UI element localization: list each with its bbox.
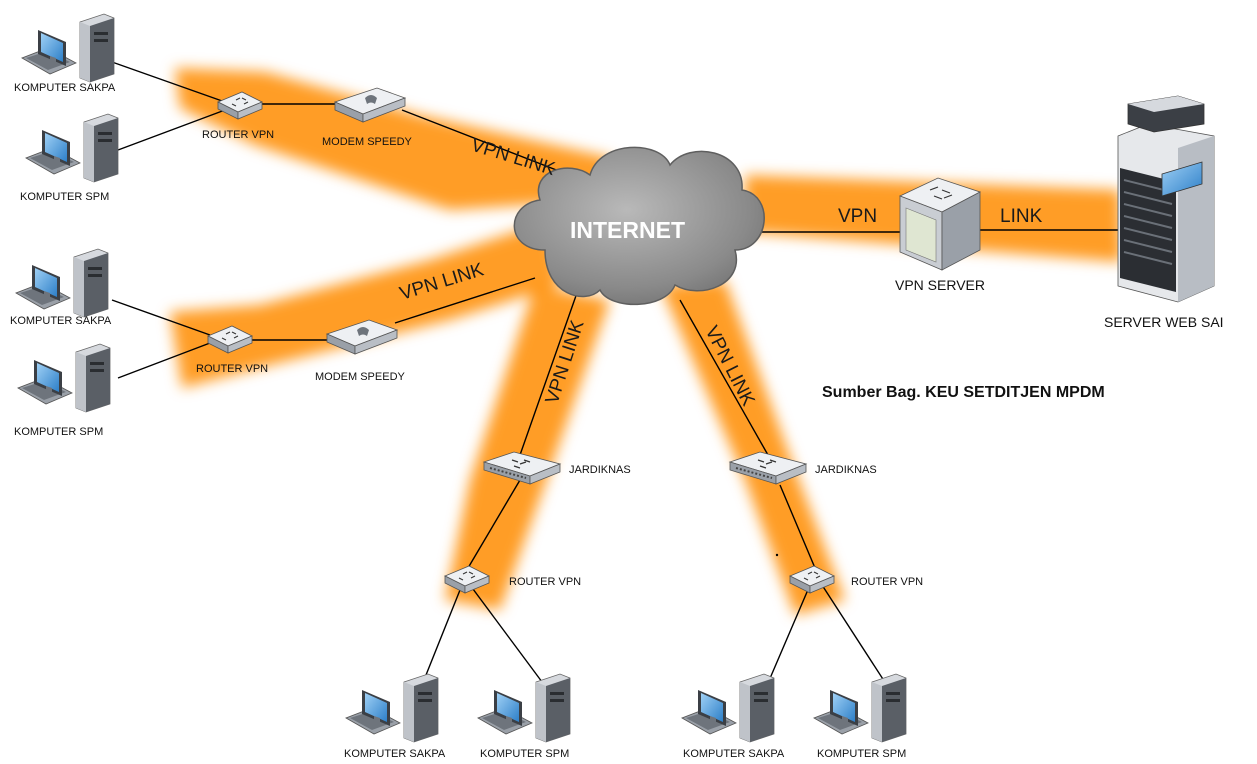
pc-sakpa-top-left: [21, 13, 115, 83]
glow-bottom-right: [660, 280, 845, 615]
pc-spm-bottom-center: [477, 673, 571, 743]
source-note: Sumber Bag. KEU SETDITJEN MPDM: [822, 384, 1105, 401]
wires: [111, 61, 1120, 691]
pc-sakpa-mid-left: [15, 248, 109, 318]
pc-spm-mid-left-label: KOMPUTER SPM: [14, 426, 103, 438]
pc-spm-top-left: [25, 113, 119, 183]
web-server-rack: [1117, 95, 1215, 303]
pc-sakpa-bottom-center: [345, 673, 439, 743]
pc-sakpa-mid-left-label: KOMPUTER SAKPA: [10, 315, 112, 327]
pc-spm-mid-left: [17, 343, 111, 413]
router-mid-left-label: ROUTER VPN: [196, 363, 268, 375]
internet-cloud: INTERNET: [513, 146, 765, 306]
vpn-server-label: VPN SERVER: [895, 277, 985, 293]
router-top-left-label: ROUTER VPN: [202, 129, 274, 141]
server-vpn-label: VPN: [838, 206, 877, 227]
glow-mid-left: [170, 220, 560, 388]
pc-sakpa-bottom-center-label: KOMPUTER SAKPA: [344, 748, 446, 760]
server-link-label: LINK: [1000, 206, 1043, 227]
modem-top-left-label: MODEM SPEEDY: [322, 136, 413, 148]
router-bottom-center-label: ROUTER VPN: [509, 576, 581, 588]
router-bottom-right-label: ROUTER VPN: [851, 576, 923, 588]
pc-spm-bottom-right-label: KOMPUTER SPM: [817, 748, 906, 760]
glow-bottom-center: [445, 285, 610, 610]
pc-sakpa-bottom-right: [681, 673, 775, 743]
pc-spm-bottom-right: [813, 673, 907, 743]
modem-mid-left-label: MODEM SPEEDY: [315, 371, 406, 383]
web-server-label: SERVER WEB SAI: [1104, 314, 1224, 330]
internet-label: INTERNET: [570, 217, 685, 243]
pc-sakpa-bottom-right-label: KOMPUTER SAKPA: [683, 748, 785, 760]
stray-dot: [775, 553, 779, 557]
vpn-server: [898, 177, 982, 271]
pc-sakpa-top-left-label: KOMPUTER SAKPA: [14, 82, 116, 94]
pc-spm-bottom-center-label: KOMPUTER SPM: [480, 748, 569, 760]
pc-spm-top-left-label: KOMPUTER SPM: [20, 191, 109, 203]
switch-bottom-right-label: JARDIKNAS: [815, 464, 877, 476]
switch-bottom-center-label: JARDIKNAS: [569, 464, 631, 476]
